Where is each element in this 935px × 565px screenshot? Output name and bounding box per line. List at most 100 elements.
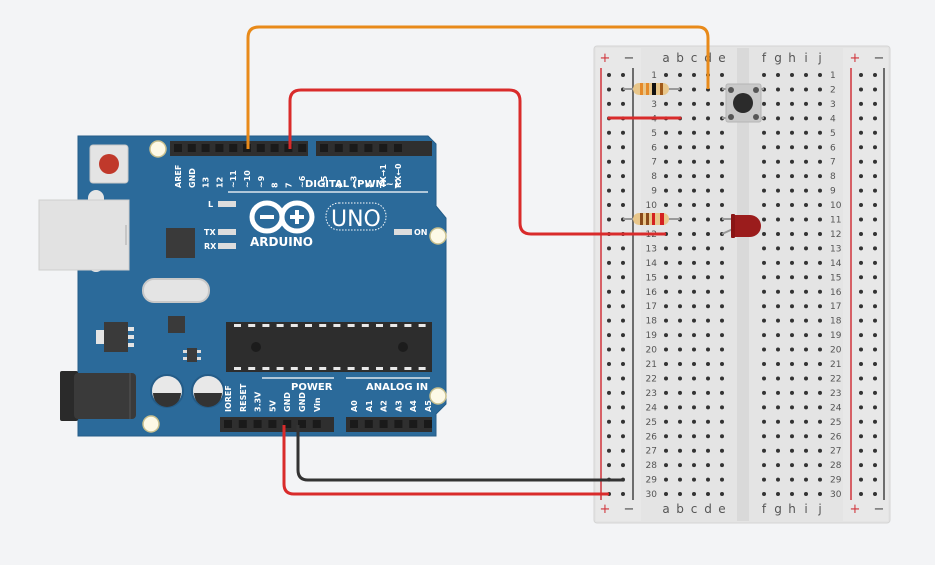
breadboard-hole[interactable]: [720, 463, 724, 468]
analog-pin[interactable]: [379, 420, 388, 428]
breadboard-hole[interactable]: [818, 492, 822, 497]
rail-hole[interactable]: [621, 304, 625, 309]
breadboard-hole[interactable]: [790, 405, 794, 410]
breadboard-hole[interactable]: [804, 390, 808, 395]
breadboard-hole[interactable]: [762, 434, 766, 439]
breadboard-hole[interactable]: [664, 463, 668, 468]
breadboard-hole[interactable]: [790, 390, 794, 395]
pull-down-resistor[interactable]: [623, 83, 680, 95]
rail-hole[interactable]: [873, 390, 877, 395]
breadboard-hole[interactable]: [776, 130, 780, 135]
breadboard-hole[interactable]: [678, 333, 682, 338]
breadboard-hole[interactable]: [790, 217, 794, 222]
breadboard-hole[interactable]: [762, 376, 766, 381]
rail-hole[interactable]: [859, 101, 863, 106]
rail-hole[interactable]: [607, 203, 611, 208]
breadboard-hole[interactable]: [790, 492, 794, 497]
rail-hole[interactable]: [621, 159, 625, 164]
breadboard-hole[interactable]: [804, 101, 808, 106]
digital-pin[interactable]: [394, 144, 402, 152]
rail-hole[interactable]: [859, 347, 863, 352]
breadboard-hole[interactable]: [776, 333, 780, 338]
digital-pin[interactable]: [284, 144, 293, 152]
breadboard-hole[interactable]: [762, 448, 766, 453]
red-led[interactable]: [721, 214, 761, 238]
breadboard-hole[interactable]: [692, 145, 696, 150]
breadboard-hole[interactable]: [790, 101, 794, 106]
breadboard-hole[interactable]: [706, 333, 710, 338]
breadboard-hole[interactable]: [818, 362, 822, 366]
digital-pin[interactable]: [256, 144, 265, 152]
breadboard-hole[interactable]: [818, 434, 822, 439]
breadboard-hole[interactable]: [776, 362, 780, 366]
breadboard-hole[interactable]: [776, 73, 780, 77]
breadboard-hole[interactable]: [790, 130, 794, 135]
digital-pin[interactable]: [379, 144, 388, 152]
breadboard-hole[interactable]: [664, 101, 668, 106]
breadboard-hole[interactable]: [790, 73, 794, 77]
rail-hole[interactable]: [859, 203, 863, 208]
rail-hole[interactable]: [607, 217, 611, 222]
breadboard-hole[interactable]: [762, 419, 766, 424]
power-pin[interactable]: [298, 420, 306, 428]
breadboard-hole[interactable]: [720, 145, 724, 150]
rail-hole[interactable]: [859, 333, 863, 338]
breadboard-hole[interactable]: [790, 333, 794, 338]
breadboard-hole[interactable]: [790, 87, 794, 92]
breadboard-hole[interactable]: [804, 73, 808, 77]
rail-hole[interactable]: [621, 376, 625, 381]
breadboard-hole[interactable]: [678, 130, 682, 135]
breadboard-hole[interactable]: [804, 87, 808, 92]
breadboard-hole[interactable]: [804, 492, 808, 497]
rail-hole[interactable]: [873, 101, 877, 106]
led-resistor[interactable]: [623, 213, 680, 225]
breadboard-hole[interactable]: [678, 463, 682, 468]
breadboard-hole[interactable]: [664, 275, 668, 280]
breadboard-hole[interactable]: [692, 477, 696, 482]
rail-hole[interactable]: [873, 362, 877, 366]
breadboard-hole[interactable]: [776, 101, 780, 106]
rail-hole[interactable]: [859, 260, 863, 265]
breadboard-hole[interactable]: [804, 304, 808, 309]
breadboard-hole[interactable]: [790, 116, 794, 121]
breadboard-hole[interactable]: [692, 419, 696, 424]
rail-hole[interactable]: [607, 174, 611, 179]
breadboard-hole[interactable]: [762, 145, 766, 150]
breadboard-hole[interactable]: [818, 275, 822, 280]
analog-pin[interactable]: [350, 420, 358, 428]
digital-pin[interactable]: [174, 144, 182, 152]
breadboard-hole[interactable]: [818, 390, 822, 395]
breadboard-hole[interactable]: [720, 477, 724, 482]
breadboard-hole[interactable]: [720, 188, 724, 193]
rail-hole[interactable]: [873, 260, 877, 265]
digital-pin[interactable]: [364, 144, 373, 152]
breadboard-hole[interactable]: [804, 405, 808, 410]
rail-hole[interactable]: [873, 347, 877, 352]
breadboard-hole[interactable]: [720, 448, 724, 453]
rail-hole[interactable]: [873, 448, 877, 453]
breadboard-hole[interactable]: [720, 376, 724, 381]
rail-hole[interactable]: [621, 347, 625, 352]
breadboard-hole[interactable]: [790, 289, 794, 294]
breadboard-hole[interactable]: [804, 217, 808, 222]
breadboard-hole[interactable]: [790, 318, 794, 323]
breadboard-hole[interactable]: [678, 159, 682, 164]
breadboard-hole[interactable]: [692, 203, 696, 208]
breadboard-hole[interactable]: [776, 275, 780, 280]
breadboard-hole[interactable]: [692, 362, 696, 366]
breadboard-hole[interactable]: [804, 289, 808, 294]
breadboard-hole[interactable]: [790, 419, 794, 424]
breadboard-hole[interactable]: [818, 145, 822, 150]
breadboard-hole[interactable]: [678, 362, 682, 366]
breadboard-hole[interactable]: [706, 405, 710, 410]
breadboard-hole[interactable]: [762, 275, 766, 280]
rail-hole[interactable]: [873, 492, 877, 497]
breadboard-hole[interactable]: [664, 347, 668, 352]
rail-hole[interactable]: [859, 318, 863, 323]
rail-hole[interactable]: [873, 203, 877, 208]
breadboard-hole[interactable]: [706, 231, 710, 236]
power-pin[interactable]: [224, 420, 232, 428]
breadboard-hole[interactable]: [804, 145, 808, 150]
breadboard-hole[interactable]: [776, 145, 780, 150]
